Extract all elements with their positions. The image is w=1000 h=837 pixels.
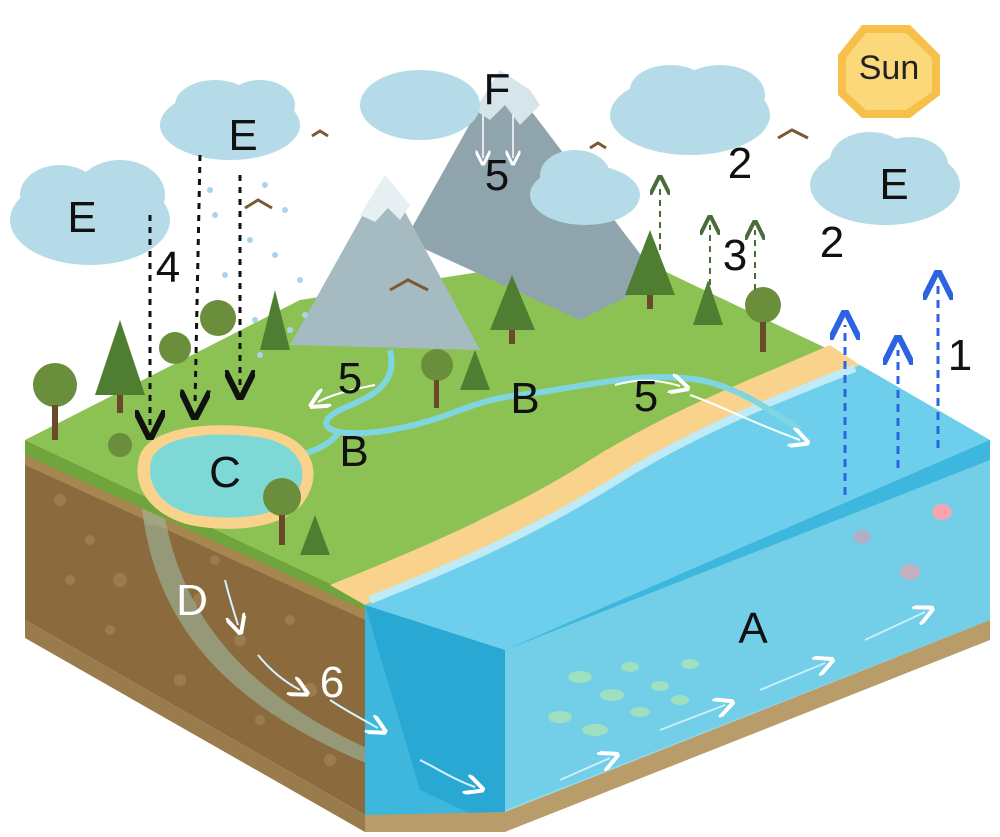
label-river-lower: B [339, 427, 368, 476]
ocean-block [25, 440, 990, 832]
infiltration-arrows [224, 579, 475, 787]
trees [33, 230, 781, 555]
evaporation-arrows [845, 285, 938, 495]
runoff-arrows [318, 381, 800, 440]
label-ocean: A [738, 604, 768, 653]
label-runoff-mountain: 5 [485, 151, 509, 200]
label-cloud-left: E [67, 193, 96, 242]
label-river-upper: B [510, 374, 539, 423]
label-condensation-center: 2 [728, 139, 752, 188]
jellyfish [853, 504, 952, 580]
label-snow-peak: F [484, 65, 511, 114]
mountain-short [290, 175, 480, 350]
cloud-left [10, 160, 170, 265]
label-runoff-river: 5 [338, 354, 362, 403]
label-transpiration: 3 [723, 231, 747, 280]
label-cloud-top: E [228, 111, 257, 160]
label-condensation-right: 2 [820, 218, 844, 267]
label-runoff-coast: 5 [634, 372, 658, 421]
cloud-top [160, 80, 300, 160]
sun [838, 25, 940, 118]
sun-label: Sun [859, 49, 920, 87]
fish [548, 659, 699, 736]
cloud-right [810, 132, 960, 225]
label-precipitation: 4 [156, 243, 180, 292]
label-groundwater: D [176, 576, 208, 625]
ocean-current-arrows [559, 612, 925, 781]
label-evaporation: 1 [948, 331, 972, 380]
transpiration-arrows [660, 185, 755, 290]
birds [244, 128, 809, 292]
groundwater-flow [140, 480, 440, 790]
cloud-center [610, 65, 770, 155]
label-infiltration: 6 [320, 658, 344, 707]
cloud-mountain [360, 70, 640, 225]
label-lake: C [209, 448, 241, 497]
label-cloud-right: E [879, 160, 908, 209]
snow-particles [207, 182, 308, 358]
ocean-surface [365, 364, 990, 650]
precipitation-arrows [150, 154, 240, 425]
snowmelt-arrows [483, 115, 513, 158]
